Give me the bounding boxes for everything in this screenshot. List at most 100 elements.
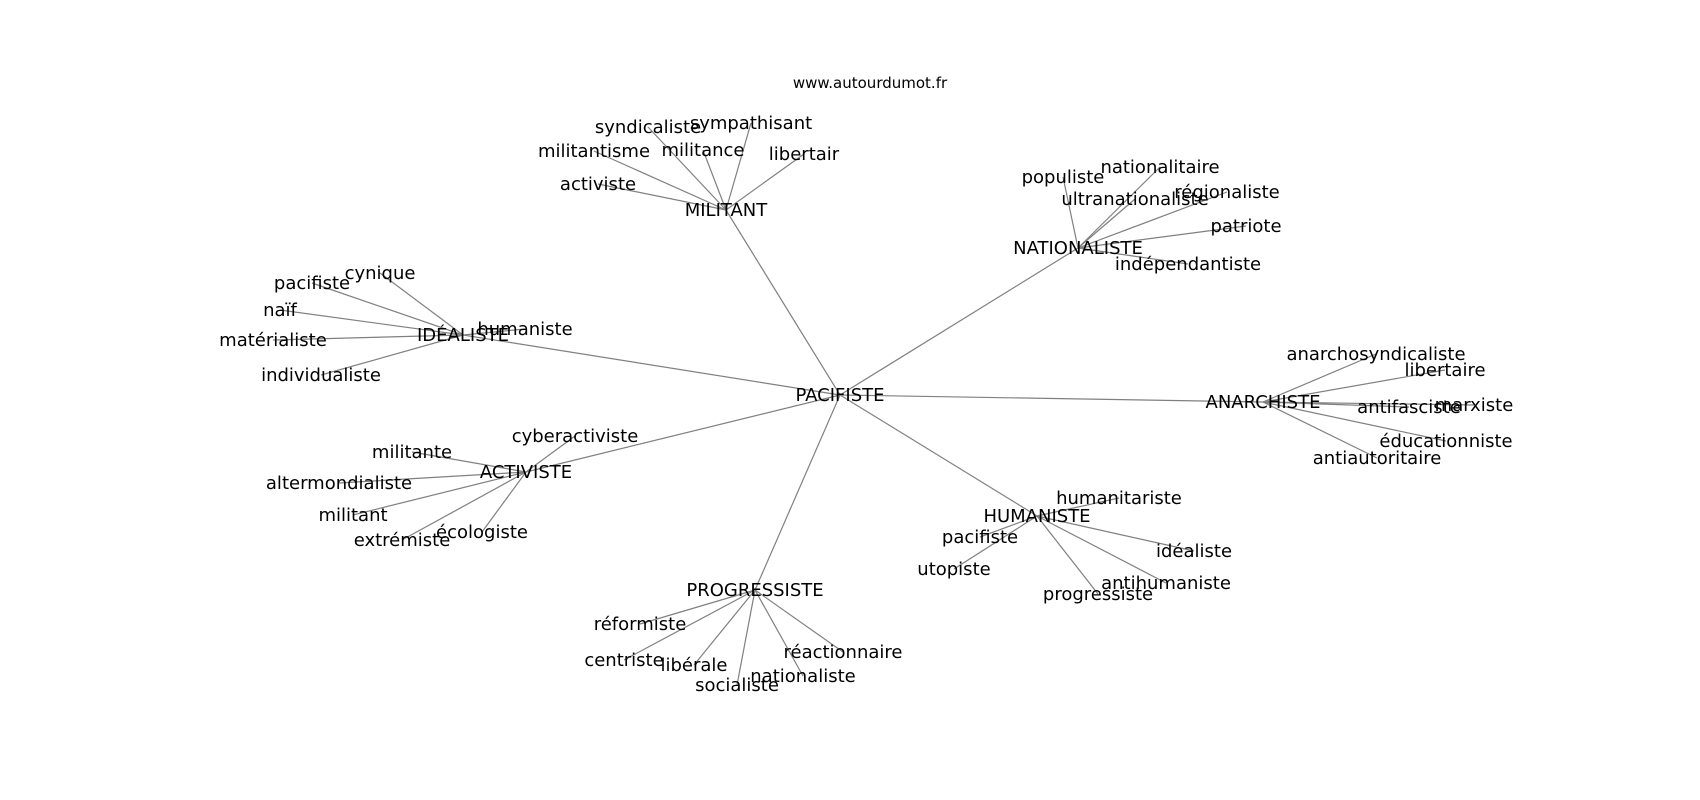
edge-humaniste-5 [1036, 515, 1099, 595]
hub-node-anarchiste: ANARCHISTE [1206, 392, 1321, 413]
edge-militant-4 [725, 153, 805, 211]
leaf-node-militant-4: libertair [769, 144, 840, 165]
leaf-node-nationaliste-0: populiste [1022, 167, 1105, 188]
leaf-node-activiste-3: militant [318, 505, 387, 526]
leaf-node-progressiste-4: réactionnaire [783, 642, 902, 663]
leaf-node-humaniste-0: humanitariste [1056, 488, 1182, 509]
leaf-node-nationaliste-2: ultranationaliste [1061, 189, 1208, 210]
leaf-node-anarchiste-5: antiautoritaire [1313, 448, 1442, 469]
edge-root-anarchiste [839, 394, 1264, 403]
leaf-node-idealiste-4: individualiste [261, 365, 381, 386]
leaf-node-activiste-0: cyberactiviste [512, 426, 639, 447]
edge-militant-2 [593, 150, 727, 211]
graph-labels: PACIFISTE MILITANT syndicalistesympathisan… [219, 113, 1513, 696]
leaf-node-progressiste-2: libérale [660, 655, 727, 676]
edge-progressiste-4 [754, 589, 844, 653]
edge-nationaliste-5 [1077, 247, 1189, 265]
root-node-label: PACIFISTE [795, 385, 884, 406]
hub-node-progressiste: PROGRESSISTE [686, 580, 823, 601]
edge-idealiste-5 [462, 328, 526, 336]
edge-idealiste-0 [379, 272, 464, 336]
hub-node-militant: MILITANT [685, 200, 769, 221]
edge-activiste-3 [352, 471, 527, 516]
leaf-node-nationaliste-3: régionaliste [1174, 182, 1279, 203]
leaf-node-progressiste-1: centriste [584, 650, 663, 671]
edge-progressiste-2 [693, 589, 756, 666]
leaf-node-idealiste-0: cynique [345, 263, 416, 284]
hub-node-nationaliste: NATIONALISTE [1013, 238, 1143, 259]
edge-anarchiste-4 [1262, 401, 1447, 442]
leaf-node-progressiste-5: nationaliste [750, 666, 855, 687]
edge-humaniste-0 [1036, 497, 1120, 517]
edge-nationaliste-2 [1077, 198, 1136, 249]
edge-nationaliste-1 [1077, 166, 1161, 249]
leaf-node-militant-3: militance [661, 140, 744, 161]
edge-progressiste-5 [754, 589, 804, 677]
edge-progressiste-0 [639, 589, 756, 625]
edge-root-idealiste [462, 334, 841, 396]
leaf-node-idealiste-2: naïf [263, 300, 297, 321]
leaf-node-nationaliste-5: indépendantiste [1115, 254, 1261, 275]
edge-humaniste-4 [1036, 515, 1167, 584]
leaf-node-nationaliste-4: patriote [1210, 216, 1281, 237]
leaf-node-anarchiste-1: libertaire [1404, 360, 1485, 381]
edge-root-nationaliste [839, 247, 1079, 396]
leaf-node-anarchiste-0: anarchosyndicaliste [1286, 344, 1465, 365]
edge-anarchiste-0 [1262, 353, 1377, 403]
leaf-node-progressiste-0: réformiste [594, 614, 687, 635]
edge-humaniste-2 [1036, 515, 1195, 552]
leaf-node-humaniste-1: pacifiste [942, 527, 1018, 548]
leaf-node-idealiste-5: humaniste [477, 319, 572, 340]
edge-activiste-5 [481, 471, 527, 533]
edge-militant-1 [725, 122, 752, 211]
leaf-node-nationaliste-1: nationalitaire [1100, 157, 1219, 178]
edge-militant-5 [597, 183, 727, 211]
edge-idealiste-1 [311, 282, 464, 336]
leaf-node-humaniste-4: antihumaniste [1101, 573, 1231, 594]
leaf-node-activiste-1: militante [372, 442, 452, 463]
leaf-node-militant-0: syndicaliste [595, 117, 701, 138]
edge-progressiste-3 [736, 589, 756, 686]
leaf-node-progressiste-3: socialiste [695, 675, 779, 696]
edge-anarchiste-5 [1262, 401, 1378, 459]
leaf-node-humaniste-2: idéaliste [1156, 541, 1232, 562]
edge-activiste-1 [411, 451, 527, 473]
graph-edges [272, 122, 1475, 686]
edge-root-activiste [525, 394, 841, 473]
hub-node-idealiste: IDÉALISTE [417, 324, 509, 346]
leaf-node-militant-2: militantisme [538, 141, 650, 162]
hub-node-activiste: ACTIVISTE [480, 462, 572, 483]
leaf-node-activiste-4: extrémiste [354, 530, 451, 551]
leaf-node-idealiste-1: pacifiste [274, 273, 350, 294]
edge-root-progressiste [754, 394, 841, 591]
edge-activiste-0 [525, 435, 576, 473]
edge-idealiste-4 [320, 334, 464, 376]
leaf-node-anarchiste-3: marxiste [1435, 395, 1514, 416]
site-credit: www.autourdumot.fr [793, 74, 948, 92]
edge-anarchiste-1 [1262, 369, 1446, 403]
hub-node-humaniste: HUMANISTE [983, 506, 1090, 527]
edge-nationaliste-4 [1077, 225, 1247, 249]
edge-humaniste-1 [979, 515, 1038, 538]
edge-activiste-2 [338, 471, 527, 484]
leaf-node-humaniste-5: progressiste [1043, 584, 1153, 605]
edge-idealiste-2 [279, 309, 464, 336]
leaf-node-activiste-5: écologiste [436, 522, 528, 543]
edge-progressiste-1 [623, 589, 756, 661]
edge-idealiste-3 [272, 334, 464, 341]
edge-activiste-4 [401, 471, 527, 541]
edge-root-militant [725, 209, 841, 396]
leaf-node-militant-1: sympathisant [690, 113, 812, 134]
edge-humaniste-3 [953, 515, 1038, 570]
leaf-node-idealiste-3: matérialiste [219, 330, 327, 351]
edge-militant-0 [647, 126, 727, 211]
edge-root-humaniste [839, 394, 1038, 517]
leaf-node-humaniste-3: utopiste [917, 559, 990, 580]
leaf-node-militant-5: activiste [560, 174, 636, 195]
edge-nationaliste-3 [1077, 191, 1228, 249]
edge-nationaliste-0 [1062, 176, 1079, 249]
leaf-node-anarchiste-2: antifasciste [1357, 397, 1461, 418]
leaf-node-anarchiste-4: éducationniste [1379, 431, 1512, 452]
edge-militant-3 [702, 149, 727, 211]
